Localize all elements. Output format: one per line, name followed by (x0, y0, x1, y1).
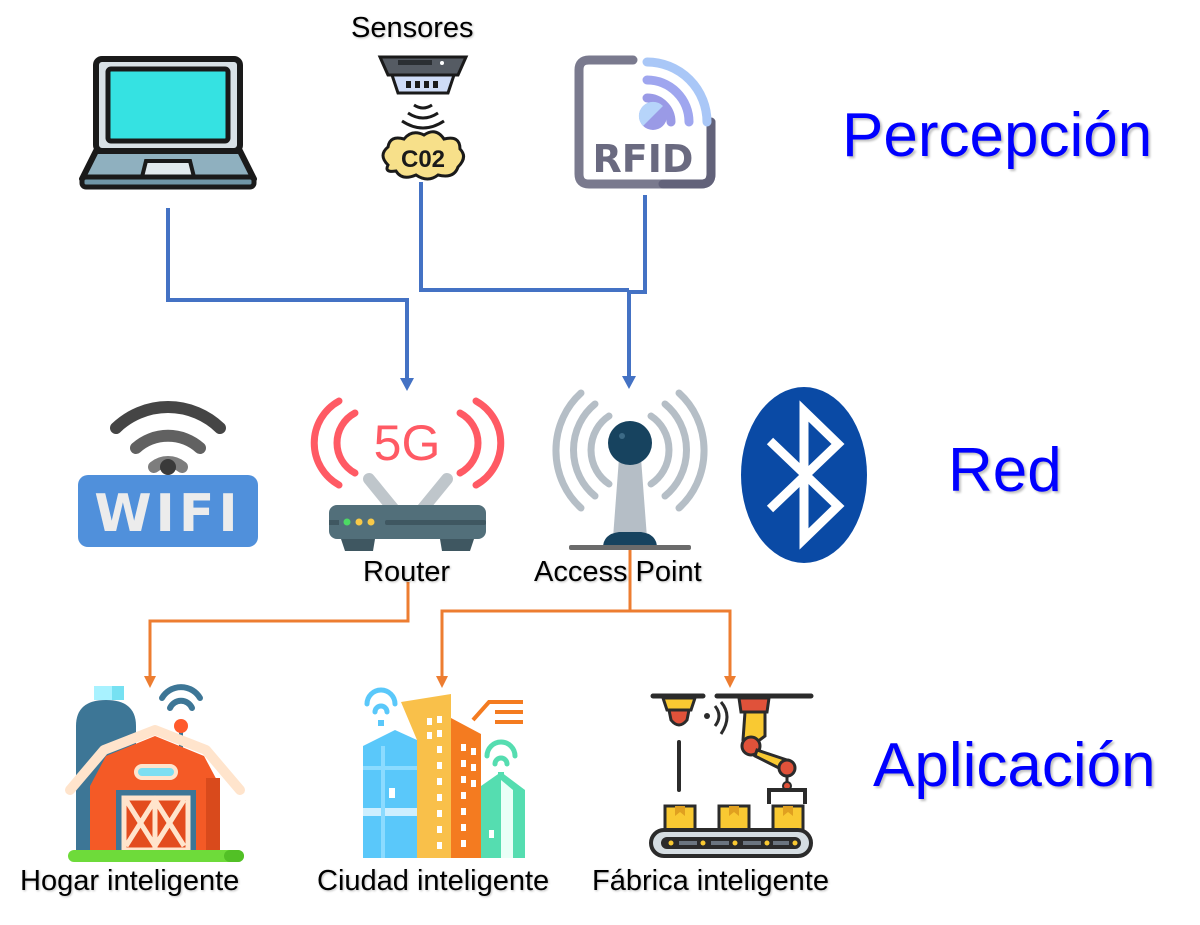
laptop-icon[interactable] (78, 55, 258, 190)
bluetooth-icon[interactable] (740, 386, 868, 564)
co2-sensor-icon[interactable]: C02 (377, 55, 469, 181)
wifi-badge: WIFI (94, 484, 242, 544)
arrowhead-access-point (622, 376, 636, 389)
smart-home-label: Hogar inteligente (20, 865, 240, 897)
smart-factory-icon[interactable] (647, 690, 815, 858)
rfid-badge: RFID (593, 137, 694, 181)
layer-label-network: Red (948, 436, 1062, 505)
layer-label-perception: Percepción (842, 101, 1153, 170)
rfid-icon[interactable]: RFID (573, 52, 718, 192)
arrowhead-smart-factory (724, 676, 736, 688)
access-point-label: Access Point (534, 556, 702, 588)
smart-home-barn-icon[interactable] (64, 684, 246, 864)
edge-sensors-access-point (419, 182, 629, 292)
edge-access-point-smart-factory (630, 609, 732, 678)
5g-badge: 5G (374, 415, 441, 471)
wifi-icon[interactable]: WIFI (78, 385, 258, 550)
edge-rfid-access-point (627, 195, 647, 378)
edge-laptop-router (166, 208, 409, 380)
co2-badge: C02 (401, 146, 445, 173)
layer-label-application: Aplicación (873, 731, 1156, 800)
access-point-icon[interactable] (552, 388, 708, 553)
edge-router-smart-home (148, 582, 410, 678)
router-label: Router (363, 556, 451, 588)
arrowhead-router (400, 378, 414, 391)
smart-factory-label: Fábrica inteligente (592, 865, 829, 897)
arrowhead-smart-home (144, 676, 156, 688)
sensors-label: Sensores (351, 12, 474, 44)
smart-city-label: Ciudad inteligente (317, 865, 550, 897)
smart-city-icon[interactable] (361, 687, 525, 858)
arrowhead-smart-city (436, 676, 448, 688)
router-5g-icon[interactable]: 5G (310, 393, 505, 553)
edge-access-point-smart-city (440, 609, 630, 678)
